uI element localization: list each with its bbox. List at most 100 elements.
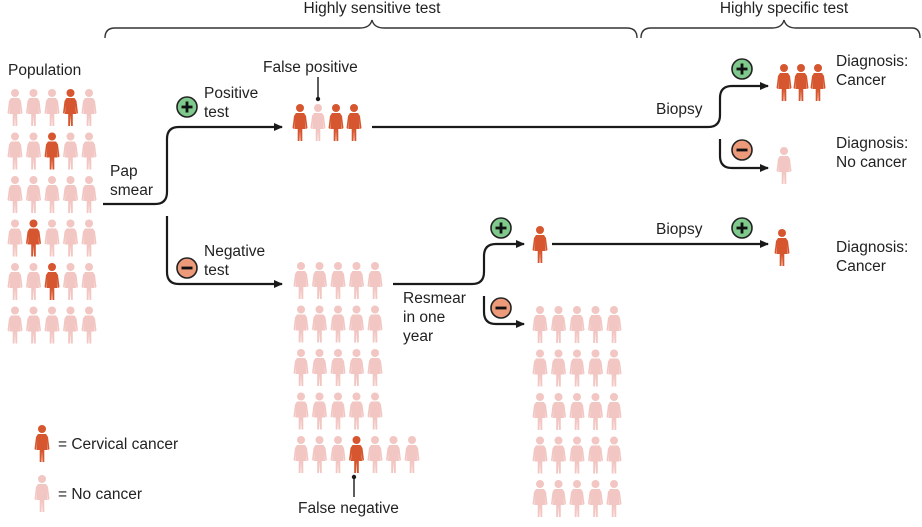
healthy-person-icon xyxy=(606,349,622,387)
healthy-person-icon xyxy=(606,480,622,517)
healthy-person-icon xyxy=(367,349,383,386)
healthy-person-icon xyxy=(312,349,327,386)
resmear-minus-icon xyxy=(490,297,512,319)
healthy-person-icon xyxy=(404,436,420,473)
resmear-plus-line xyxy=(471,240,525,286)
false-negative-label: False negative xyxy=(298,500,399,517)
resmear-line3: year xyxy=(403,328,433,345)
healthy-person-icon xyxy=(349,349,364,386)
healthy-person-icon xyxy=(7,263,23,300)
cancer-person-icon xyxy=(349,436,364,473)
healthy-person-icon xyxy=(293,349,309,386)
cancer-person-icon xyxy=(793,64,809,101)
resmear-line2: in one xyxy=(403,309,445,326)
legend-no-cancer-label: = No cancer xyxy=(58,486,142,503)
healthy-person-icon xyxy=(44,89,60,126)
resmear-plus-icon xyxy=(490,217,512,239)
healthy-person-icon xyxy=(532,349,548,387)
healthy-person-icon xyxy=(532,393,548,430)
diagnosis-top-no-cancer-value: No cancer xyxy=(836,154,907,171)
healthy-person-icon xyxy=(330,305,346,343)
cancer-person-icon xyxy=(776,64,792,101)
healthy-person-icon xyxy=(776,147,792,184)
header-braces: Highly sensitive test Highly specific te… xyxy=(104,0,921,39)
healthy-person-icon xyxy=(569,393,585,430)
healthy-person-icon xyxy=(81,89,97,126)
labels: Population Pap smear Positive test Negat… xyxy=(8,53,913,517)
healthy-person-icon xyxy=(63,306,78,344)
resmear-line1: Resmear xyxy=(403,290,466,307)
diagnosis-lower-cancer: Diagnosis: Cancer xyxy=(836,239,913,275)
healthy-person-icon xyxy=(63,176,78,213)
false-negative-pointer-dot xyxy=(351,474,357,480)
healthy-person-icon xyxy=(81,219,97,257)
healthy-person-icon xyxy=(26,306,41,344)
negative-test-minus-icon xyxy=(176,257,198,279)
healthy-person-icon xyxy=(330,262,346,299)
healthy-person-icon xyxy=(532,306,548,343)
healthy-person-icon xyxy=(26,132,41,170)
healthy-person-icon xyxy=(551,306,566,343)
population-label: Population xyxy=(8,62,81,79)
legend-cancer-icon xyxy=(34,425,50,462)
sensitive-brace xyxy=(104,19,638,39)
healthy-person-icon xyxy=(312,305,327,343)
legend-cancer-label: = Cervical cancer xyxy=(58,436,178,453)
cancer-person-icon xyxy=(810,64,826,101)
biopsy-label-lower: Biopsy xyxy=(656,221,703,238)
healthy-person-icon xyxy=(367,392,383,430)
negative-test-label: Negative test xyxy=(204,243,270,279)
diagnosis-top-cancer: Diagnosis: Cancer xyxy=(836,53,913,89)
cancer-person-icon xyxy=(774,229,790,266)
healthy-person-icon xyxy=(569,306,585,343)
healthy-person-icon xyxy=(349,262,364,299)
biopsy-plus-line xyxy=(707,82,769,129)
resmear-minus-line xyxy=(482,296,525,328)
healthy-person-icon xyxy=(7,176,23,213)
healthy-person-icon xyxy=(588,393,603,430)
resmear-label: Resmear in one year xyxy=(403,290,470,345)
cancer-person-icon xyxy=(26,219,41,257)
cancer-person-icon xyxy=(292,104,308,141)
healthy-person-icon xyxy=(551,393,566,430)
healthy-person-icon xyxy=(26,89,41,126)
resmear-positive-person-icon xyxy=(532,226,548,263)
healthy-person-icon xyxy=(44,176,60,213)
healthy-person-icon xyxy=(81,306,97,344)
cancer-person-icon xyxy=(328,104,344,141)
biopsy-top-plus-icon xyxy=(731,58,753,80)
biopsy-lower-plus-icon xyxy=(731,217,753,239)
pap-smear-label: Pap smear xyxy=(110,163,153,199)
healthy-person-icon xyxy=(81,263,97,300)
diagnosis-lower-cancer-title: Diagnosis: xyxy=(836,239,908,256)
healthy-person-icon xyxy=(44,306,60,344)
healthy-person-icon xyxy=(606,306,622,343)
healthy-person-icon xyxy=(569,349,585,387)
healthy-person-icon xyxy=(330,392,346,430)
resmear-negative-figures xyxy=(532,306,622,517)
healthy-person-icon xyxy=(63,219,78,257)
healthy-person-icon xyxy=(349,305,364,343)
healthy-person-icon xyxy=(81,132,97,170)
biopsy-top-minus-icon xyxy=(731,139,753,161)
false-positive-label: False positive xyxy=(263,59,358,76)
positive-line1: Positive xyxy=(204,85,258,102)
negative-test-figures xyxy=(293,262,420,473)
healthy-person-icon xyxy=(293,262,309,299)
healthy-person-icon xyxy=(7,132,23,170)
healthy-person-icon xyxy=(312,436,327,473)
healthy-person-icon xyxy=(26,176,41,213)
healthy-person-icon xyxy=(293,436,309,473)
healthy-person-icon xyxy=(7,219,23,257)
healthy-person-icon xyxy=(7,89,23,126)
diagnosis-top-cancer-title: Diagnosis: xyxy=(836,53,908,70)
cancer-person-icon xyxy=(44,132,60,170)
healthy-person-icon xyxy=(367,436,383,473)
healthy-person-icon xyxy=(293,392,309,430)
healthy-person-icon xyxy=(551,480,566,517)
healthy-person-icon xyxy=(26,263,41,300)
healthy-person-icon xyxy=(606,393,622,430)
healthy-person-icon xyxy=(532,436,548,474)
healthy-person-icon xyxy=(606,436,622,474)
healthy-person-icon xyxy=(367,305,383,343)
